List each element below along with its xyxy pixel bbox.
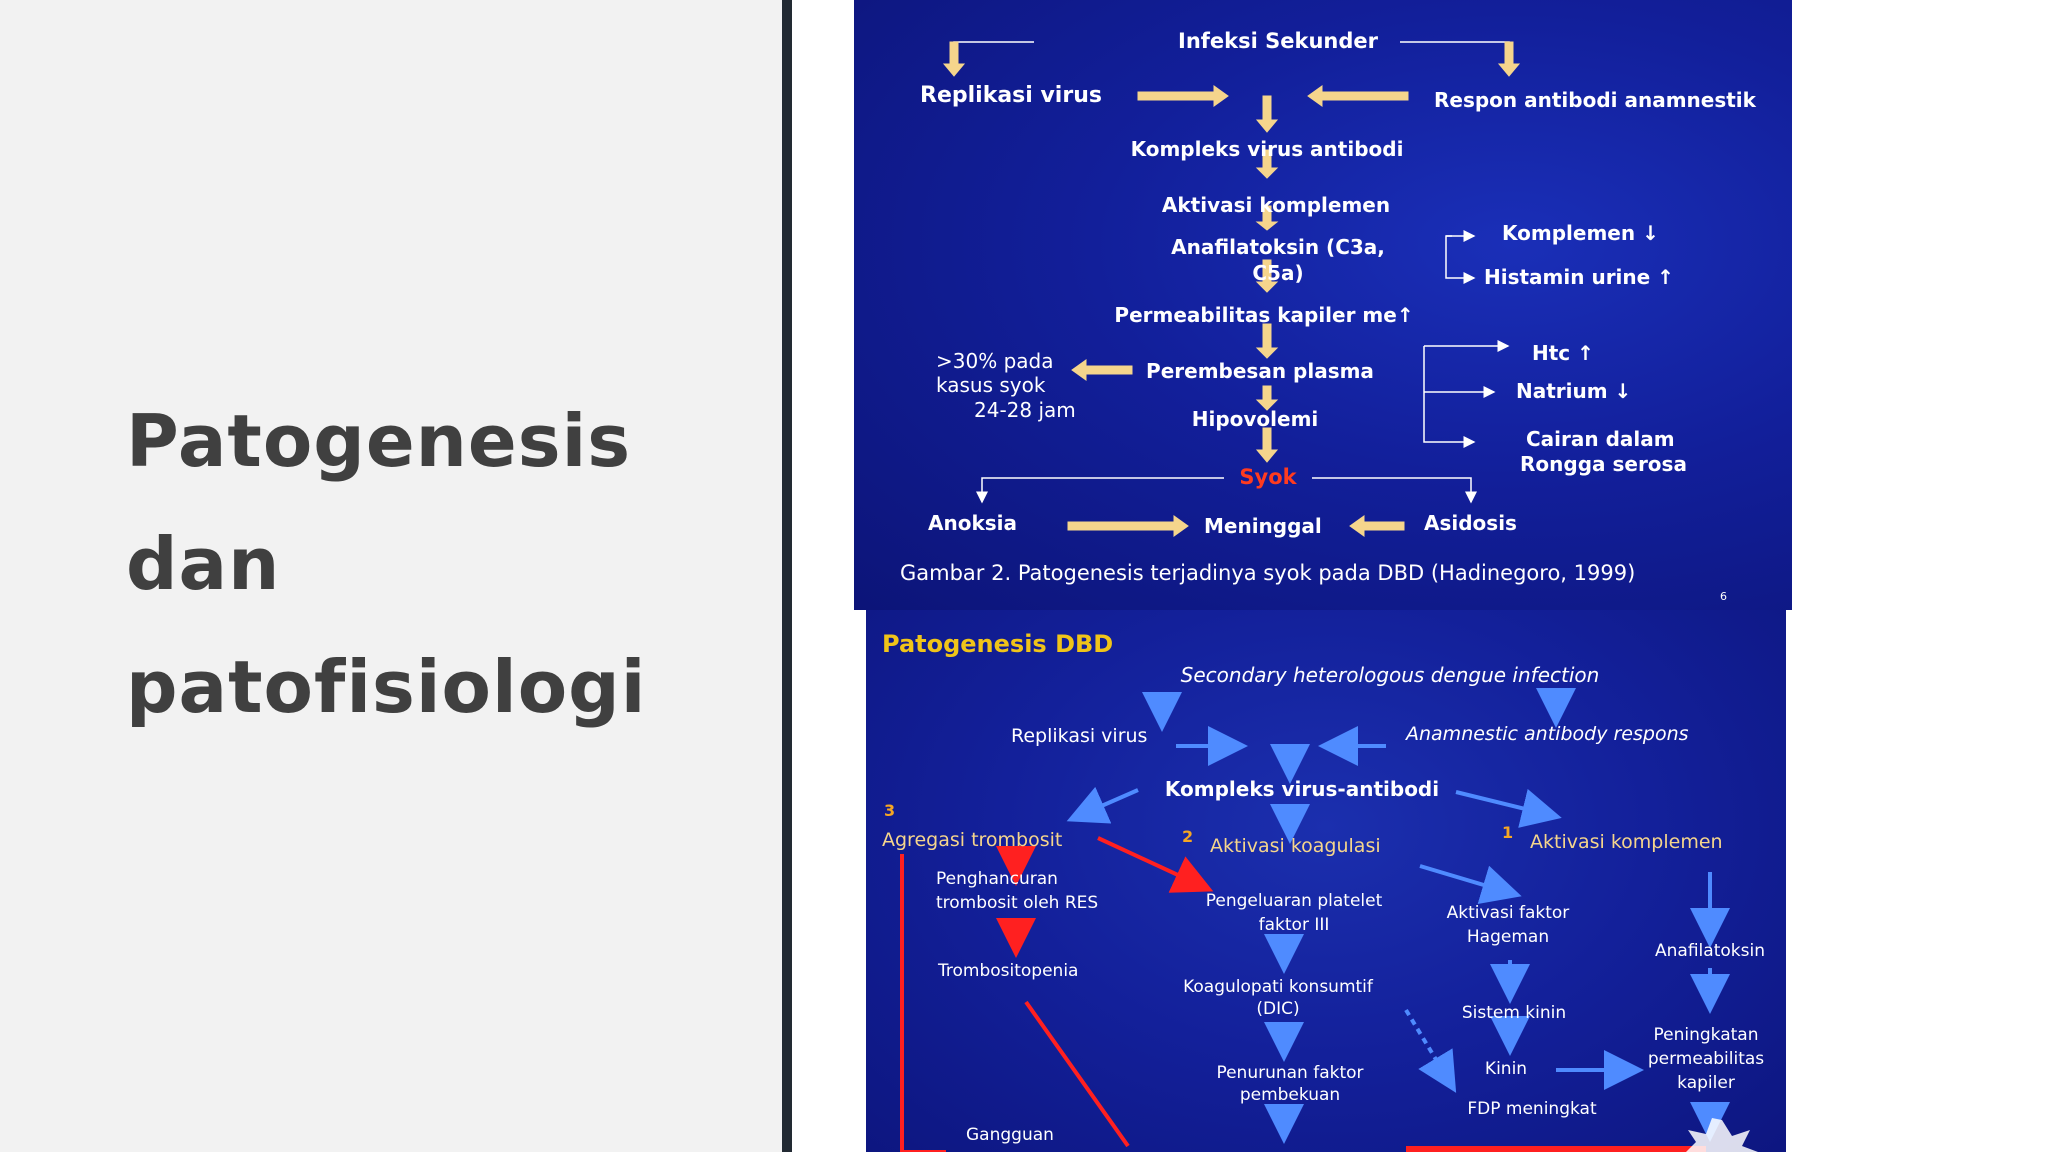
- figure2-diagram: Patogenesis DBD Secondary heterologous d…: [882, 630, 1765, 1152]
- node-peningkatan-3: kapiler: [1677, 1073, 1735, 1093]
- node-fdp: FDP meningkat: [1467, 1099, 1597, 1119]
- node-aktivasi-komplemen: Aktivasi komplemen: [1162, 193, 1390, 217]
- node-anoksia: Anoksia: [928, 511, 1017, 535]
- note-pct-3: 24-28 jam: [974, 398, 1076, 422]
- node-penghancuran-1: Penghancuran: [936, 869, 1058, 889]
- slide-title: Patogenesis dan patofisiologi: [126, 380, 746, 749]
- figure1-caption: Gambar 2. Patogenesis terjadinya syok pa…: [900, 561, 1635, 585]
- node-infeksi-sekunder: Infeksi Sekunder: [1178, 29, 1379, 53]
- node-pengeluaran-1: Pengeluaran platelet: [1206, 891, 1383, 911]
- node-peningkatan-1: Peningkatan: [1654, 1025, 1759, 1045]
- figure2-blue-arrows: [1066, 688, 1730, 1144]
- note-pct-1: >30% pada: [936, 349, 1053, 373]
- node-permeabilitas: Permeabilitas kapiler me↑: [1114, 303, 1413, 327]
- node2-kompleks: Kompleks virus-antibodi: [1165, 777, 1439, 801]
- node-perembesan: Perembesan plasma: [1146, 359, 1374, 383]
- node-koagulopati-1: Koagulopati konsumtif: [1183, 977, 1374, 997]
- node-htc: Htc ↑: [1532, 341, 1594, 365]
- num-marker-2: 2: [1182, 827, 1193, 846]
- figure1-diagram: Infeksi Sekunder Replikasi virus Respon …: [900, 29, 1757, 603]
- note-pct-2: kasus syok: [936, 373, 1046, 397]
- figure-patogenesis-dbd: Patogenesis DBD Secondary heterologous d…: [866, 610, 1786, 1152]
- figure1-arrows: [942, 41, 1521, 537]
- node-aktivasi-koagulasi: Aktivasi koagulasi: [1210, 835, 1381, 857]
- node-cairan-1: Cairan dalam: [1526, 427, 1675, 451]
- node-anafilatoksin-2: C5a): [1252, 261, 1303, 285]
- node-kinin: Kinin: [1485, 1059, 1527, 1079]
- node-penghancuran-2: trombosit oleh RES: [936, 893, 1098, 913]
- node-hageman-1: Aktivasi faktor: [1447, 903, 1570, 923]
- node-asidosis: Asidosis: [1424, 511, 1517, 535]
- node-peningkatan-2: permeabilitas: [1648, 1049, 1764, 1069]
- node-sistem-kinin: Sistem kinin: [1462, 1003, 1566, 1023]
- title-line-3: patofisiologi: [126, 645, 647, 729]
- node-pengeluaran-2: faktor III: [1259, 915, 1330, 935]
- node-trombositopenia: Trombositopenia: [937, 961, 1078, 981]
- num-marker-1: 1: [1502, 823, 1513, 842]
- node2-aktivasi-komplemen: Aktivasi komplemen: [1530, 831, 1723, 853]
- title-line-2: dan: [126, 522, 281, 606]
- node-respon-antibodi: Respon antibodi anamnestik: [1434, 88, 1757, 112]
- title-line-1: Patogenesis: [126, 399, 632, 483]
- node2-anafilatoksin: Anafilatoksin: [1655, 941, 1765, 961]
- node-penurunan-1: Penurunan faktor: [1216, 1063, 1363, 1083]
- left-panel: Patogenesis dan patofisiologi: [0, 0, 782, 1152]
- node-syok: Syok: [1239, 465, 1297, 489]
- num-marker-3: 3: [884, 801, 895, 820]
- node-cairan-2: Rongga serosa: [1520, 452, 1687, 476]
- node-komplemen: Komplemen ↓: [1502, 221, 1659, 245]
- node-histamin: Histamin urine ↑: [1484, 265, 1674, 289]
- figure2-title: Patogenesis DBD: [882, 630, 1113, 658]
- node-natrium: Natrium ↓: [1516, 379, 1631, 403]
- node-meninggal: Meninggal: [1204, 514, 1322, 538]
- node-secondary-infection: Secondary heterologous dengue infection: [1181, 663, 1600, 687]
- node-replikasi-virus: Replikasi virus: [920, 83, 1102, 108]
- node-kompleks: Kompleks virus antibodi: [1131, 137, 1404, 161]
- node-anafilatoksin-1: Anafilatoksin (C3a,: [1171, 235, 1385, 259]
- figure2-burst-icon: [1686, 1118, 1758, 1152]
- node-hageman-2: Hageman: [1467, 927, 1549, 947]
- figure1-thin-lines: [976, 230, 1510, 504]
- node-anamnestic-respons: Anamnestic antibody respons: [1404, 723, 1689, 745]
- node-gangguan: Gangguan: [966, 1125, 1054, 1145]
- figure2-red-arrows: [900, 836, 1706, 1152]
- node-penurunan-2: pembekuan: [1240, 1085, 1340, 1105]
- figure-patogenesis-syok: Infeksi Sekunder Replikasi virus Respon …: [854, 0, 1792, 610]
- node2-replikasi-virus: Replikasi virus: [1011, 725, 1147, 747]
- node-agregasi-trombosit: Agregasi trombosit: [882, 829, 1062, 851]
- node-koagulopati-2: (DIC): [1256, 999, 1299, 1019]
- figure1-page-number: 6: [1720, 590, 1727, 603]
- vertical-divider: [782, 0, 792, 1152]
- node-hipovolemi: Hipovolemi: [1192, 407, 1319, 431]
